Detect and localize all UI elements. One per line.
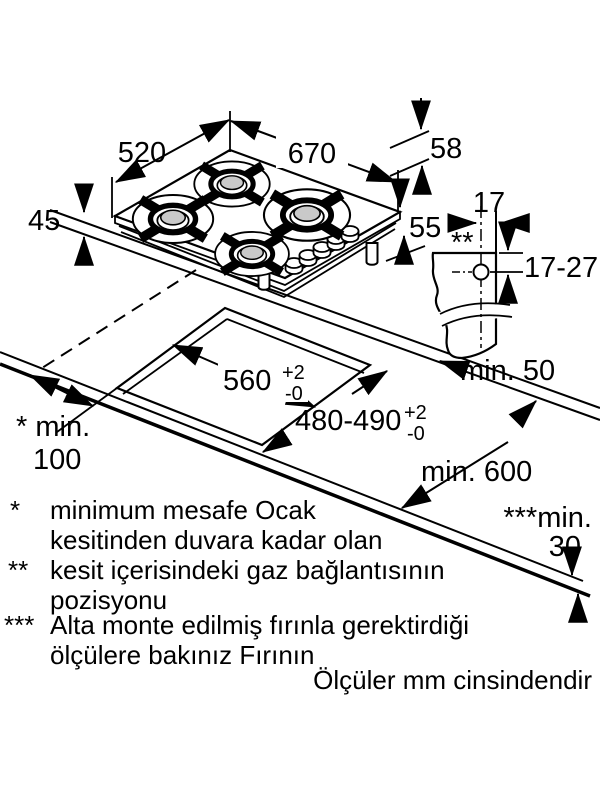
- footnote-star2-symbol: **: [8, 555, 28, 585]
- min-100-label: * min.: [16, 411, 90, 443]
- dim-670-label: 670: [288, 138, 336, 170]
- dim-670-label-backdrop: [276, 132, 348, 168]
- footnote-star3-line2: ölçülere bakınız Fırının: [50, 640, 314, 670]
- dim-58-tick-bottom: [389, 158, 430, 177]
- dim-520-line: [114, 119, 231, 183]
- gas-connection-point: [472, 263, 490, 281]
- worktop-drawing: [0, 209, 600, 623]
- footnote-star1-line1: minimum mesafe Ocak: [50, 495, 317, 525]
- dim-min100-line: [28, 374, 95, 407]
- gas-position-asterisks: **: [451, 227, 474, 259]
- dim-58-label: 58: [430, 133, 462, 165]
- hob-base-edge-1: [118, 222, 397, 293]
- min-30-label: ***min.: [503, 502, 592, 534]
- gas-17-label: 17: [473, 187, 505, 219]
- cutout-560-label: 560: [223, 365, 271, 397]
- dim-58-tick-top: [389, 130, 430, 149]
- footnote-star1-line2: kesitinden duvara kadar olan: [50, 525, 382, 555]
- cutout-480-490-tol-minus: -0: [407, 423, 425, 445]
- worktop-front-top-edge: [0, 351, 584, 582]
- cutout-extension-line: [56, 387, 118, 433]
- dim-min600-line-lower: [400, 441, 509, 509]
- hob-dimension-lines: [74, 98, 432, 266]
- units-note: Ölçüler mm cinsindendir: [313, 665, 592, 695]
- dim-min600-line-upper: [508, 400, 537, 429]
- min-100-value: 100: [33, 444, 81, 476]
- footnote-star1-symbol: *: [10, 495, 20, 525]
- gas-17-27-label: 17-27: [524, 252, 598, 284]
- cutout-560-tol-plus: +2: [282, 362, 305, 384]
- cutout-480-490-tol-plus: +2: [404, 402, 427, 424]
- break-wave-line-1: [439, 302, 511, 315]
- footnote-star2-line1: kesit içerisindeki gaz bağlantısının: [50, 555, 445, 585]
- min-600-label: min. 600: [421, 456, 532, 488]
- footnote-star3-line1: Alta monte edilmiş fırınla gerektirdiği: [50, 610, 469, 640]
- cutout-480-490-label: 480-490: [295, 405, 401, 437]
- dim-45-label: 45: [28, 205, 60, 237]
- dim-55-label: 55: [409, 212, 441, 244]
- wall-edge-line-1: [49, 209, 600, 409]
- dim-480-line-lower: [261, 428, 293, 453]
- dim-480-line-upper: [351, 370, 389, 396]
- footnotes: * minimum mesafe Ocak kesitinden duvara …: [4, 495, 592, 695]
- dim-520-label: 520: [118, 137, 166, 169]
- cutout-560-tol-minus: -0: [285, 383, 303, 405]
- footnote-star2-line2: pozisyonu: [50, 585, 167, 615]
- footnote-star3-symbol: ***: [4, 610, 34, 640]
- gas-connection-detail: [431, 206, 530, 360]
- hob-isometric-drawing: [112, 148, 403, 299]
- min-50-label: min. 50: [460, 355, 555, 387]
- hob-base-edge-2: [120, 228, 396, 299]
- min-30-value: 30: [549, 531, 581, 563]
- break-wave-line-2: [441, 314, 513, 327]
- dim-560-label-backdrop: [218, 362, 308, 402]
- hob-projection-dashed-line: [41, 269, 197, 369]
- dim-55-tick: [385, 245, 426, 262]
- min50-leader-arrow: [438, 360, 471, 380]
- wall-edge-line-2: [49, 221, 600, 421]
